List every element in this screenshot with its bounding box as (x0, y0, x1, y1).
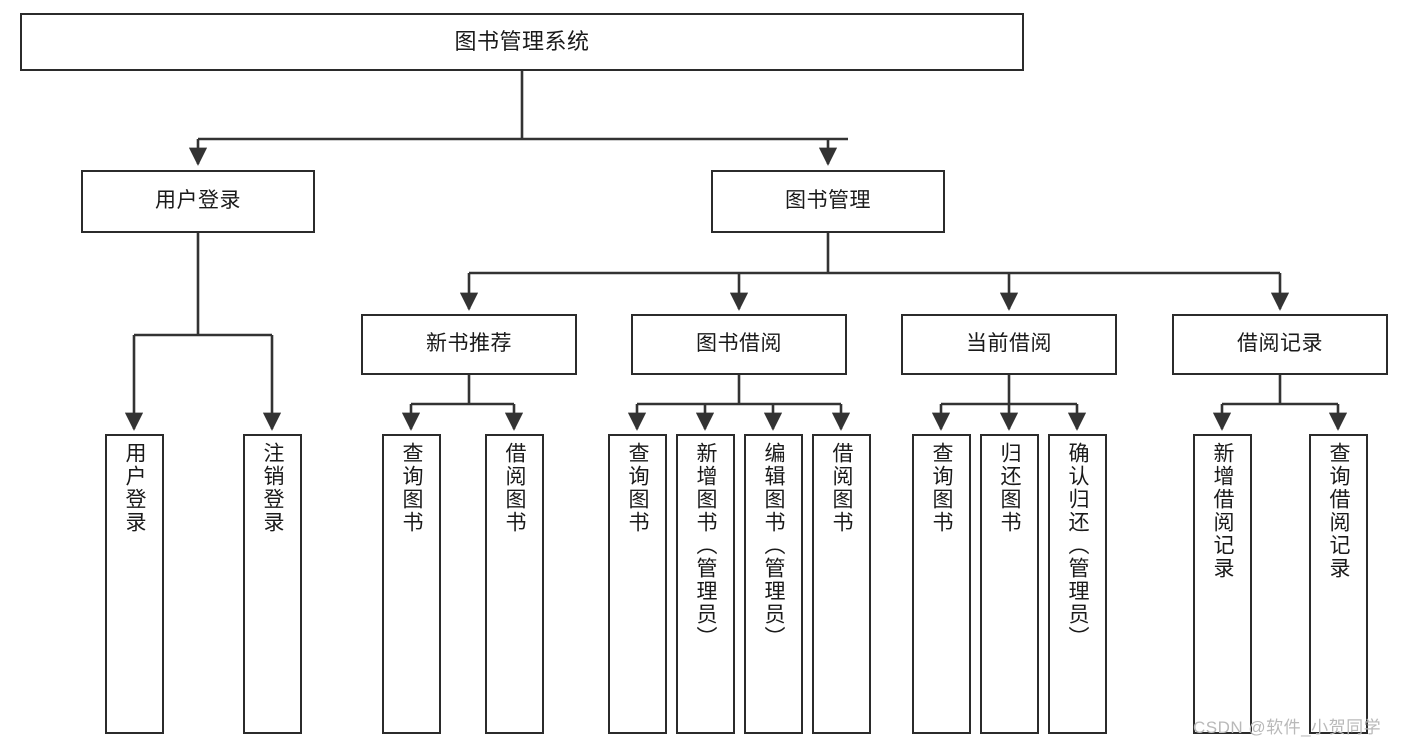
node-label: 图书管理系统 (454, 29, 590, 55)
node-label: 借阅图书 (503, 442, 526, 534)
node-label: 查询图书 (930, 442, 953, 534)
leaf-book-borrow-add[interactable]: 新增图书（管理员） (676, 434, 735, 734)
node-label: 归还图书 (998, 442, 1021, 534)
node-label: 新增借阅记录 (1211, 442, 1234, 580)
leaf-user-login-login[interactable]: 用户登录 (105, 434, 164, 734)
node-book-management[interactable]: 图书管理 (711, 170, 945, 233)
leaf-current-borrow-return[interactable]: 归还图书 (980, 434, 1039, 734)
node-label: 借阅图书 (830, 442, 853, 534)
node-label: 当前借阅 (966, 332, 1052, 356)
leaf-current-borrow-query[interactable]: 查询图书 (912, 434, 971, 734)
node-label: 用户登录 (123, 442, 146, 534)
leaf-new-book-query[interactable]: 查询图书 (382, 434, 441, 734)
node-current-borrow[interactable]: 当前借阅 (901, 314, 1117, 375)
leaf-current-borrow-confirm-return[interactable]: 确认归还（管理员） (1048, 434, 1107, 734)
node-borrow-record[interactable]: 借阅记录 (1172, 314, 1388, 375)
leaf-book-borrow-borrow[interactable]: 借阅图书 (812, 434, 871, 734)
node-label: 查询借阅记录 (1327, 442, 1350, 580)
node-user-login[interactable]: 用户登录 (81, 170, 315, 233)
node-label: 编辑图书（管理员） (762, 442, 785, 649)
node-label: 新增图书（管理员） (694, 442, 717, 649)
node-new-book-recommend[interactable]: 新书推荐 (361, 314, 577, 375)
node-label: 确认归还（管理员） (1066, 442, 1089, 649)
leaf-book-borrow-query[interactable]: 查询图书 (608, 434, 667, 734)
node-label: 新书推荐 (426, 332, 512, 356)
node-label: 查询图书 (626, 442, 649, 534)
node-label: 图书借阅 (696, 332, 782, 356)
leaf-new-book-borrow[interactable]: 借阅图书 (485, 434, 544, 734)
node-book-borrow[interactable]: 图书借阅 (631, 314, 847, 375)
node-label: 查询图书 (400, 442, 423, 534)
node-label: 借阅记录 (1237, 332, 1323, 356)
node-root-book-management-system[interactable]: 图书管理系统 (20, 13, 1024, 71)
leaf-borrow-record-query[interactable]: 查询借阅记录 (1309, 434, 1368, 734)
leaf-borrow-record-add[interactable]: 新增借阅记录 (1193, 434, 1252, 734)
leaf-user-login-logout[interactable]: 注销登录 (243, 434, 302, 734)
node-label: 注销登录 (261, 442, 284, 534)
node-label: 用户登录 (155, 189, 241, 213)
node-label: 图书管理 (785, 189, 871, 213)
leaf-book-borrow-edit[interactable]: 编辑图书（管理员） (744, 434, 803, 734)
